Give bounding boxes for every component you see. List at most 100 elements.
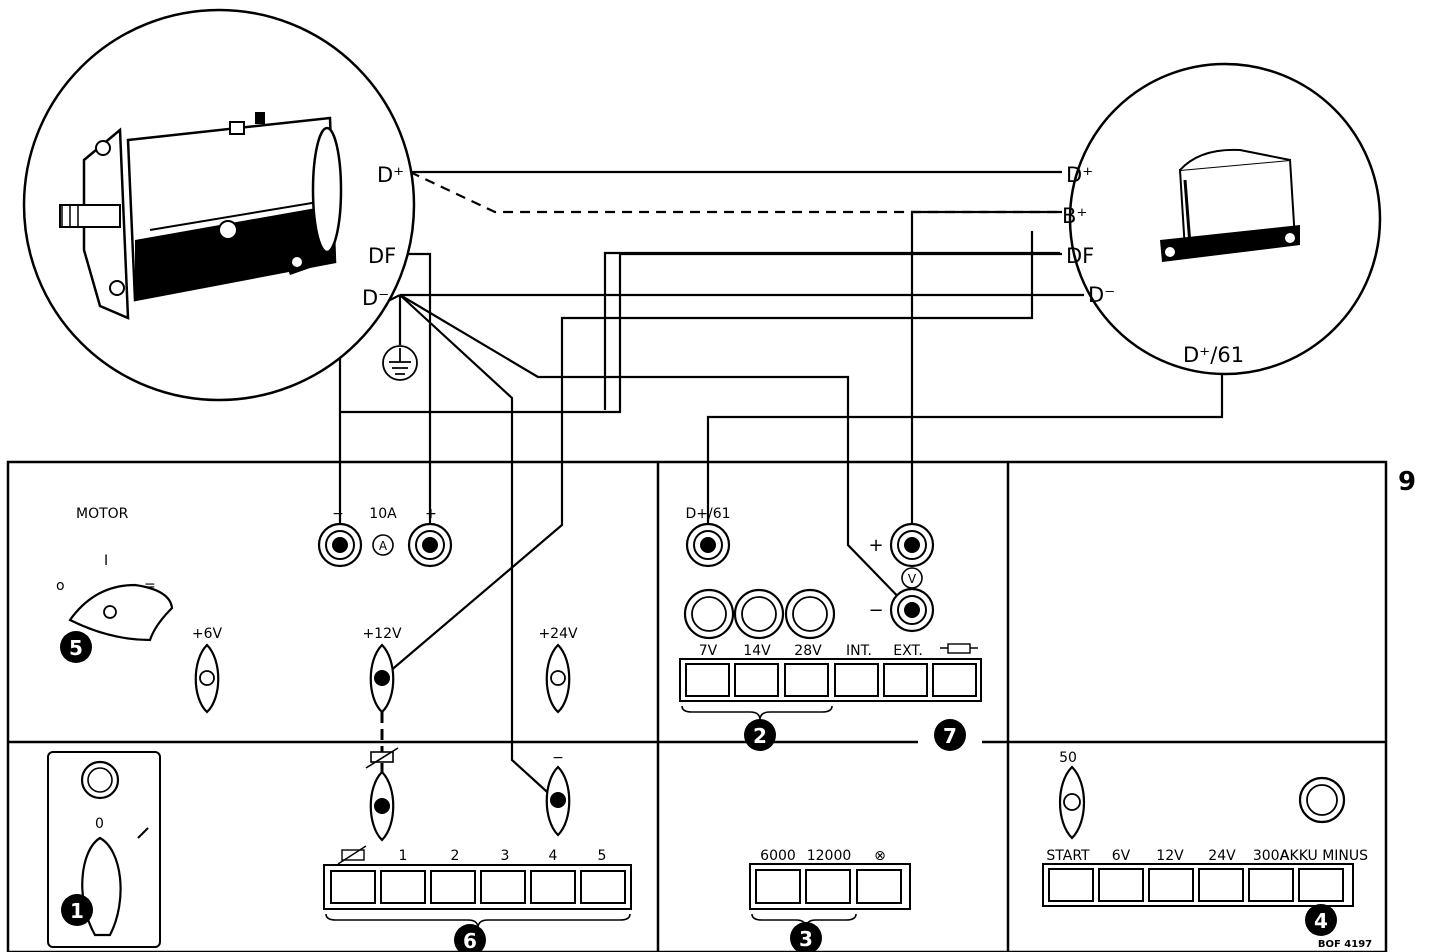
callout-2-label: 2 (753, 724, 767, 748)
gen-dminus-label: D⁻ (362, 286, 389, 310)
gen-df-label: DF (368, 244, 396, 268)
battery-button-bank (1042, 863, 1354, 907)
motor-pos-0: o (56, 578, 65, 594)
rheostat-knob[interactable] (369, 770, 395, 842)
ammeter-symbol: A (379, 539, 388, 553)
motor-switch-knob[interactable] (68, 583, 174, 642)
ammeter-range: 10A (369, 506, 397, 522)
d61-socket-label: D+/61 (685, 506, 730, 522)
field-button-labels: 1 2 3 4 5 (337, 845, 606, 865)
ground-icon (382, 345, 418, 381)
battery-label-akku-minus: AKKU MINUS (1280, 848, 1368, 864)
start-knob-label: 50 (1059, 750, 1077, 766)
callout-7: 7 (934, 719, 966, 751)
supply-12v-knob[interactable] (369, 643, 395, 714)
wire-d61 (706, 372, 1224, 545)
field-button-bank (323, 864, 632, 910)
meter-button-ext[interactable] (883, 663, 928, 697)
wire-df-12v-c (381, 231, 1034, 679)
wire-dminus-supply (399, 294, 557, 801)
callout-1: 1 (61, 894, 93, 926)
resistor-icon (940, 643, 978, 654)
supply-6v-knob[interactable] (194, 643, 220, 714)
field-button-2[interactable] (430, 870, 476, 904)
field-button-1[interactable] (380, 870, 426, 904)
regulator: D⁺ B⁺ DF D⁻ D⁺/61 (1062, 62, 1382, 376)
meter-button-7v[interactable] (685, 663, 730, 697)
d61-socket[interactable] (685, 522, 731, 568)
callout-2: 2 (744, 719, 776, 751)
battery-label-6v: 6V (1112, 848, 1131, 864)
battery-button-24v[interactable] (1198, 868, 1244, 902)
meter-button-labels: 7V 14V 28V INT. EXT. (699, 643, 978, 659)
callout-6-label: 6 (463, 929, 477, 952)
speed-label-6000: 6000 (760, 848, 796, 864)
speed-button-12000[interactable] (805, 869, 851, 904)
field-label-1: 1 (399, 848, 408, 864)
callout-4-label: 4 (1314, 909, 1328, 933)
reg-d61-label: D⁺/61 (1183, 343, 1244, 367)
generator-illustration (59, 112, 343, 320)
supply-12v-label: +12V (362, 626, 402, 642)
meter-label-7v: 7V (699, 643, 718, 659)
ammeter-plus: + (425, 506, 437, 522)
gen-dplus-label: D⁺ (377, 163, 404, 187)
battery-button-6v[interactable] (1098, 868, 1144, 902)
rheostat-icon (365, 747, 399, 769)
battery-button-12v[interactable] (1148, 868, 1194, 902)
voltmeter-minus-socket[interactable] (889, 587, 935, 633)
callout-3-label: 3 (799, 927, 813, 951)
motor-label: MOTOR (76, 506, 129, 522)
meter-label-ext: EXT. (893, 643, 923, 659)
wire-df-12v-b (603, 251, 1060, 410)
field-button-0[interactable] (330, 870, 376, 904)
callout-4: 4 (1305, 904, 1337, 936)
voltmeter-icon: V (901, 567, 923, 589)
meter-button-14v[interactable] (734, 663, 779, 697)
meter-label-28v: 28V (794, 643, 822, 659)
field-button-5[interactable] (580, 870, 626, 904)
voltmeter-plus-socket[interactable] (889, 522, 935, 568)
meter-button-28v[interactable] (784, 663, 829, 697)
battery-label-24v: 24V (1208, 848, 1236, 864)
wire-df-12v (340, 252, 1062, 414)
field-label-2: 2 (451, 848, 460, 864)
supply-24v-knob[interactable] (545, 643, 571, 714)
battery-button-start[interactable] (1048, 868, 1094, 902)
battery-label-start: START (1046, 848, 1090, 864)
wire-bplus-voltmeter (910, 210, 1062, 545)
field-rheostat-icon (337, 845, 367, 865)
meter-button-resistor[interactable] (932, 663, 977, 697)
field-button-4[interactable] (530, 870, 576, 904)
regulator-illustration (1160, 148, 1300, 262)
callout-3: 3 (790, 922, 822, 952)
wire-df-ammeter (404, 252, 432, 545)
start-knob[interactable] (1058, 765, 1086, 840)
battery-button-labels: START 6V 12V 24V 300A AKKU MINUS (1046, 848, 1368, 864)
field-label-4: 4 (549, 848, 558, 864)
callout-7-label: 7 (943, 724, 957, 748)
wire-dminus-voltmeter (399, 294, 911, 610)
test-panel: 9 MOTOR o I = − 10A + A +6V +12V (6, 460, 1416, 952)
battery-button-300a[interactable] (1248, 868, 1294, 902)
supply-minus-knob[interactable] (545, 765, 571, 837)
ammeter-minus: − (332, 506, 344, 522)
speed-button-6000[interactable] (755, 869, 801, 904)
meter-label-int: INT. (846, 643, 872, 659)
callout-6: 6 (454, 924, 486, 952)
supply-minus-label: − (552, 750, 564, 766)
battery-button-akku-minus[interactable] (1298, 868, 1344, 902)
callout-1-label: 1 (70, 899, 84, 923)
field-button-3[interactable] (480, 870, 526, 904)
speed-label-12000: 12000 (807, 848, 852, 864)
ammeter-plus-socket[interactable] (407, 522, 453, 568)
reg-df-label: DF (1066, 244, 1094, 268)
meter-button-int[interactable] (834, 663, 879, 697)
voltmeter-symbol: V (908, 572, 917, 586)
ammeter-minus-socket[interactable] (317, 522, 363, 568)
figure-code: BOF 4197 (1318, 939, 1372, 950)
reg-dplus-label: D⁺ (1066, 163, 1093, 187)
speed-button-lamp[interactable] (856, 869, 902, 904)
main-switch-label: 0 (95, 816, 104, 832)
